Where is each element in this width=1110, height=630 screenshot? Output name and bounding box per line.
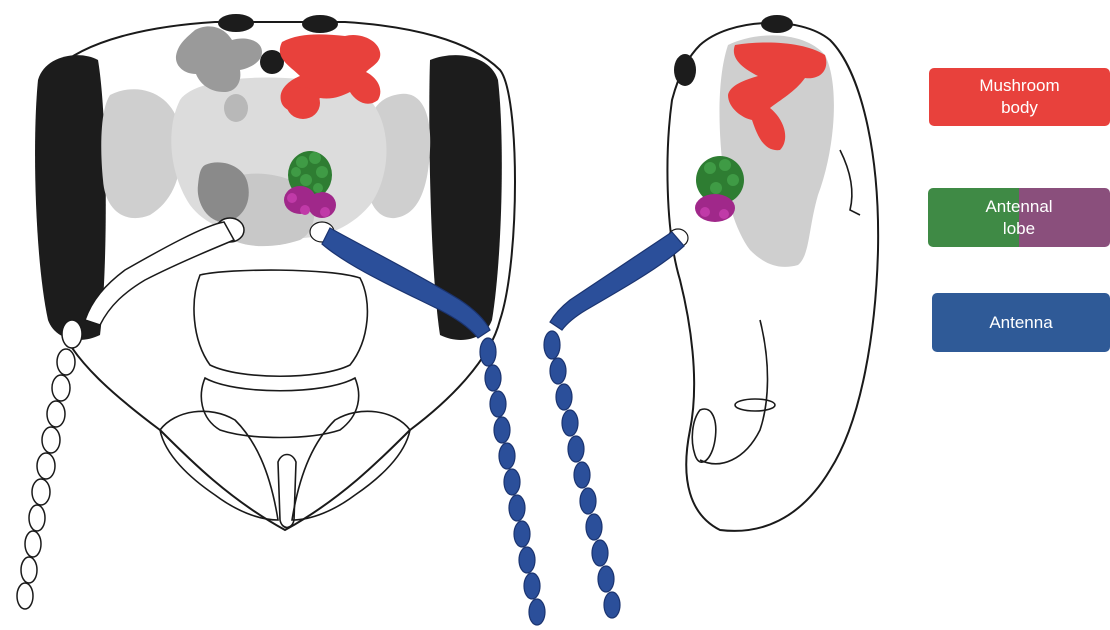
mushroom-body-calyx-red — [286, 87, 320, 119]
neuropil-spot — [224, 94, 248, 122]
lateral-head-view — [544, 15, 878, 618]
legend-antennal-lobe-label: Antennal lobe — [985, 196, 1052, 240]
lateral-eye-edge — [674, 54, 696, 86]
left-compound-eye — [35, 55, 106, 340]
frontal-head-view — [17, 14, 545, 625]
ocellus-right — [302, 15, 338, 33]
legend-antenna-label: Antenna — [989, 312, 1052, 334]
legend-antenna: Antenna — [932, 293, 1110, 352]
legend-antennal-lobe: Antennal lobe — [928, 188, 1110, 247]
lateral-antenna-blue — [544, 229, 688, 618]
legend-mushroom-body-label: Mushroom body — [979, 75, 1059, 119]
right-antenna-flagellum — [480, 338, 545, 625]
lateral-ocellus — [761, 15, 793, 33]
left-antenna-flagellum — [17, 320, 82, 609]
legend-mushroom-body: Mushroom body — [929, 68, 1110, 126]
ocellus-left — [218, 14, 254, 32]
